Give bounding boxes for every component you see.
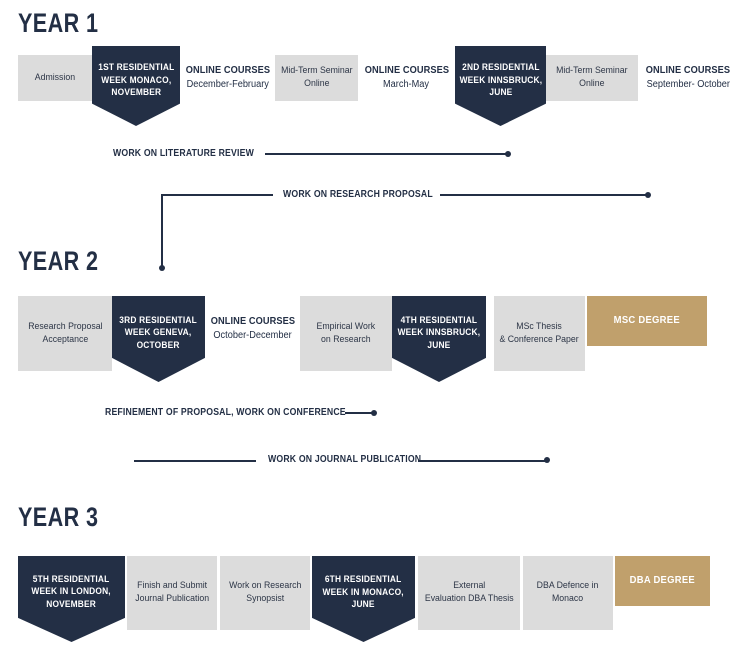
connector-line-literature-review: [265, 153, 508, 155]
year-1-cell-online-courses-1: ONLINE COURSES December-February: [180, 55, 275, 101]
cell-line-3: JUNE: [351, 598, 376, 609]
cell-line-2: Evaluation DBA Thesis: [424, 593, 514, 604]
cell-line-1: ONLINE COURSES: [210, 315, 295, 328]
cell-line-1: DBA Defence in: [537, 580, 599, 592]
cell-line-2: Journal Publication: [135, 593, 209, 604]
cell-line-1: 4TH RESIDENTIAL: [400, 315, 478, 326]
cell-line-2: WEEK GENEVA,: [125, 327, 192, 338]
cell-line-2: Online: [579, 78, 605, 89]
cell-line-2: WEEK INNSBRUCK,: [459, 74, 542, 85]
cell-line-2: WEEK INNSBRUCK,: [397, 327, 481, 338]
cell-line-3: JUNE: [488, 86, 513, 97]
cell-line-3: JUNE: [427, 339, 451, 350]
cell-line-2: October-December: [213, 330, 292, 342]
cell-line-1: DBA DEGREE: [629, 574, 696, 587]
year-3-cell-finish-submit-journal: Finish and Submit Journal Publication: [127, 556, 217, 630]
cell-line-2: December-February: [186, 79, 269, 91]
connector-dot-journal-publication: [544, 457, 550, 463]
cell-line-1: Mid-Term Seminar: [556, 65, 628, 77]
year-1-heading: YEAR 1: [18, 8, 99, 38]
connector-dot-refinement: [371, 410, 377, 416]
year-3-cell-external-evaluation: External Evaluation DBA Thesis: [418, 556, 520, 630]
connector-dot-literature-review: [505, 151, 511, 157]
year-1-cell-online-courses-2: ONLINE COURSES March-May: [358, 55, 455, 101]
cell-line-1: MSc Thesis: [516, 320, 563, 332]
connector-label-research-proposal: WORK ON RESEARCH PROPOSAL: [283, 189, 433, 200]
year-2-cell-research-proposal-acceptance: Research Proposal Acceptance: [18, 296, 112, 371]
year-3-cell-residential-week-6: 6TH RESIDENTIAL WEEK IN MONACO, JUNE: [312, 556, 415, 642]
year-2-heading: YEAR 2: [18, 246, 99, 276]
cell-line-3: NOVEMBER: [46, 598, 97, 609]
year-3-heading: YEAR 3: [18, 502, 99, 532]
year-1-cell-residential-week-2: 2ND RESIDENTIAL WEEK INNSBRUCK, JUNE: [455, 46, 546, 126]
connector-line-research-proposal-right: [440, 194, 648, 196]
connector-line-refinement: [345, 412, 373, 414]
connector-label-refinement: REFINEMENT OF PROPOSAL, WORK ON CONFEREN…: [105, 407, 346, 418]
connector-label-literature-review: WORK ON LITERATURE REVIEW: [113, 148, 254, 159]
cell-line-2: on Research: [321, 333, 371, 345]
cell-line-2: Online: [303, 78, 330, 89]
cell-line-2: & Conference Paper: [499, 333, 580, 345]
cell-line-3: OCTOBER: [137, 339, 180, 350]
year-2-cell-residential-week-4: 4TH RESIDENTIAL WEEK INNSBRUCK, JUNE: [392, 296, 486, 382]
year-1-cell-mid-term-seminar-2: Mid-Term Seminar Online: [546, 55, 638, 101]
cell-line-1: 1ST RESIDENTIAL: [97, 62, 175, 73]
connector-dot-research-proposal-bottom: [159, 265, 165, 271]
year-1-cell-residential-week-1: 1ST RESIDENTIAL WEEK MONACO, NOVEMBER: [92, 46, 180, 126]
year-1-cell-admission: Admission: [18, 55, 92, 101]
cell-line-2: WEEK IN LONDON,: [31, 586, 112, 597]
connector-line-journal-publication-left: [134, 460, 256, 462]
cell-line-1: Mid-Term Seminar: [280, 65, 353, 77]
year-2-cell-online-courses: ONLINE COURSES October-December: [205, 305, 300, 353]
cell-line-1: 6TH RESIDENTIAL: [325, 574, 402, 585]
year-1-cell-mid-term-seminar-1: Mid-Term Seminar Online: [275, 55, 358, 101]
cell-line-1: ONLINE COURSES: [185, 64, 270, 77]
cell-line-1: External: [452, 580, 486, 592]
connector-dot-research-proposal: [645, 192, 651, 198]
year-3-cell-residential-week-5: 5TH RESIDENTIAL WEEK IN LONDON, NOVEMBER: [18, 556, 125, 642]
cell-line-2: WEEK IN MONACO,: [322, 586, 405, 597]
year-2-cell-msc-degree: MSC DEGREE: [587, 296, 707, 346]
cell-line-1: ONLINE COURSES: [645, 64, 731, 77]
cell-line-1: ONLINE COURSES: [364, 64, 449, 77]
cell-line-2: September- October: [646, 79, 730, 91]
year-2-cell-empirical-work: Empirical Work on Research: [300, 296, 392, 371]
connector-line-journal-publication-right: [418, 460, 548, 462]
cell-line-2: March-May: [383, 79, 430, 91]
cell-line-1: 3RD RESIDENTIAL: [119, 315, 198, 326]
connector-label-journal-publication: WORK ON JOURNAL PUBLICATION: [268, 454, 422, 465]
cell-line-2: Synopsist: [246, 593, 284, 604]
cell-line-1: Empirical Work: [316, 320, 376, 332]
cell-line-1: Work on Research: [228, 580, 302, 592]
cell-line-1: Research Proposal: [27, 320, 103, 332]
year-3-cell-work-on-research-synopsist: Work on Research Synopsist: [220, 556, 310, 630]
connector-line-research-proposal-left: [161, 194, 273, 196]
cell-line-1: Finish and Submit: [137, 580, 207, 592]
cell-line-2: WEEK MONACO,: [100, 74, 172, 85]
cell-line-1: MSC DEGREE: [613, 314, 681, 327]
cell-line-1: 2ND RESIDENTIAL: [461, 62, 540, 73]
year-2-cell-msc-thesis: MSc Thesis & Conference Paper: [494, 296, 585, 371]
year-3-cell-dba-defence: DBA Defence in Monaco: [523, 556, 613, 630]
year-2-cell-residential-week-3: 3RD RESIDENTIAL WEEK GENEVA, OCTOBER: [112, 296, 205, 382]
cell-line-1: Admission: [34, 71, 76, 83]
year-1-cell-online-courses-3: ONLINE COURSES September- October: [638, 55, 738, 101]
cell-line-3: NOVEMBER: [111, 86, 161, 97]
connector-line-research-proposal-vertical: [161, 194, 163, 268]
cell-line-2: Acceptance: [42, 333, 88, 345]
year-3-cell-dba-degree: DBA DEGREE: [615, 556, 710, 606]
cell-line-1: 5TH RESIDENTIAL: [33, 574, 110, 585]
cell-line-2: Monaco: [552, 593, 584, 604]
